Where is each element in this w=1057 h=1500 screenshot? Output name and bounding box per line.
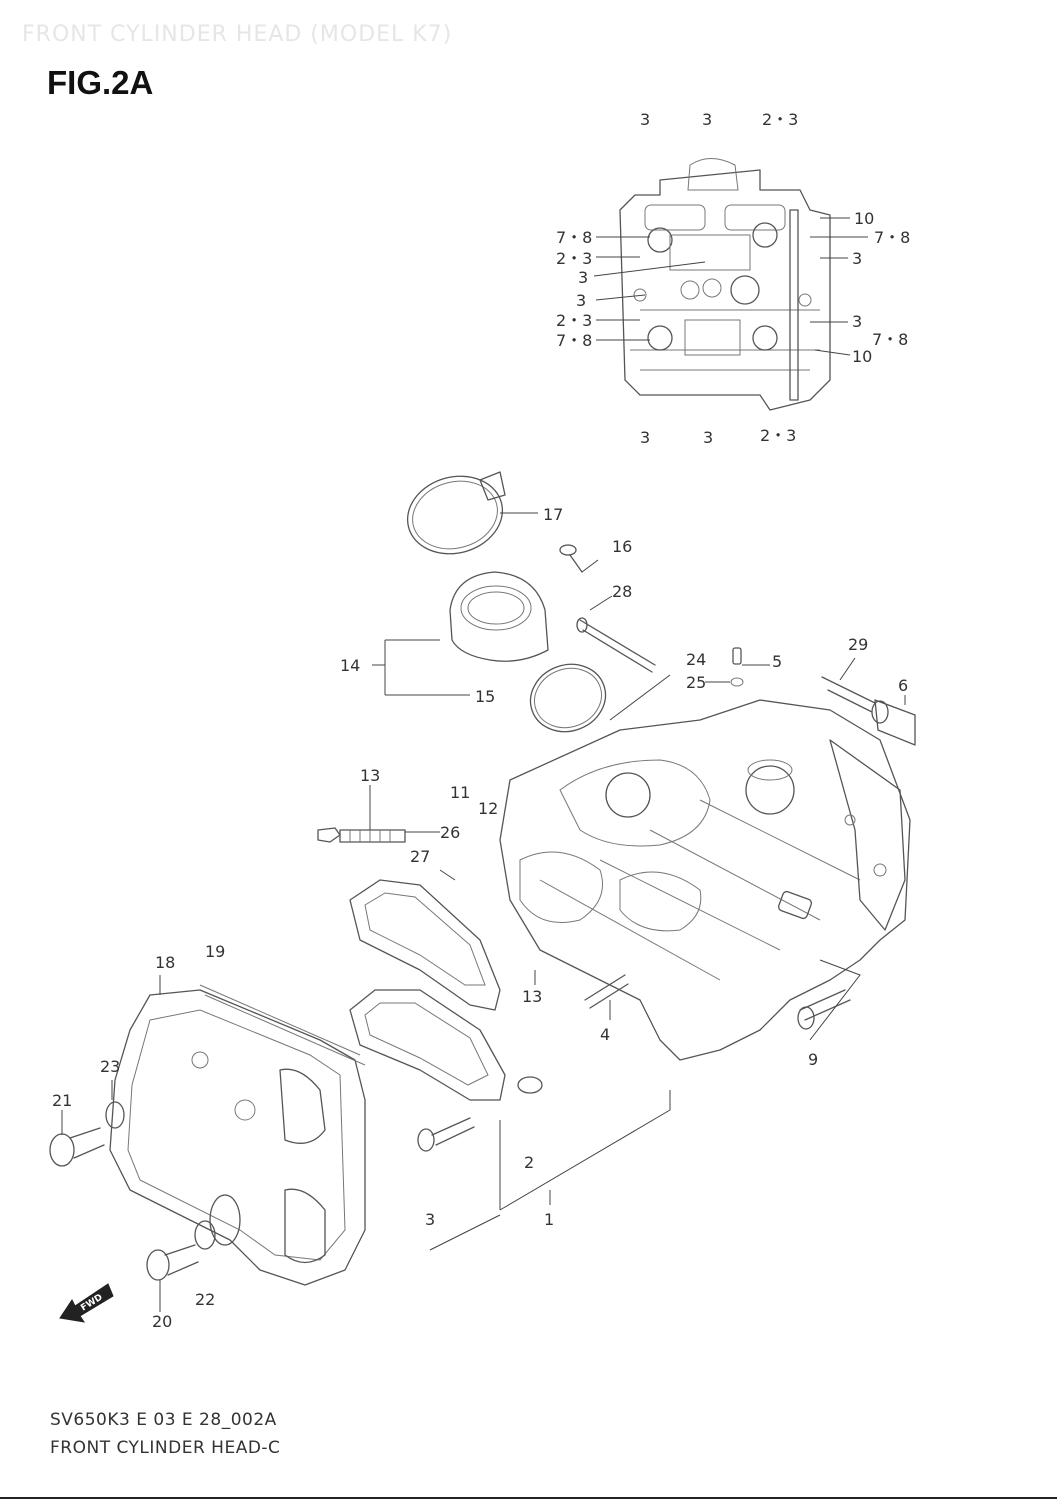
- bolt-16: [559, 544, 583, 573]
- callout: 3: [576, 291, 586, 310]
- callout: 3: [702, 110, 712, 129]
- top-view-callouts: 3 3 2・3 10 7・8 7・8 2・3 3 3 3 3 2・3 7・8 3…: [556, 110, 910, 447]
- callout: 2・3: [556, 249, 592, 268]
- stud-29: [821, 676, 876, 713]
- callout: 18: [155, 953, 175, 972]
- callout: 16: [612, 537, 632, 556]
- bottom-rule: [0, 1497, 1057, 1499]
- callout: 2: [524, 1153, 534, 1172]
- cylinder-head-cover-18: [109, 984, 366, 1286]
- stud-bolt-28: [576, 617, 656, 673]
- top-view-leaders: [593, 217, 868, 356]
- callout: 25: [686, 673, 706, 692]
- washer-23: [105, 1101, 125, 1129]
- dowel-6: [871, 699, 916, 746]
- bolt-21: [49, 1127, 105, 1167]
- callout: 7・8: [874, 228, 910, 247]
- cam-chain-guide-bolt-4: [584, 974, 629, 1009]
- spark-plug-13: [317, 827, 406, 843]
- cylinder-head-top-view: [619, 158, 831, 411]
- callout: 27: [410, 847, 430, 866]
- callout: 6: [898, 676, 908, 695]
- callout: 20: [152, 1312, 172, 1331]
- callout: 3: [852, 249, 862, 268]
- gasket-26: [349, 989, 543, 1101]
- callout: 7・8: [872, 330, 908, 349]
- callout: 1: [544, 1210, 554, 1229]
- callout: 4: [600, 1025, 610, 1044]
- callout: 29: [848, 635, 868, 654]
- callout: 7・8: [556, 331, 592, 350]
- watermark-title: FRONT CYLINDER HEAD (MODEL K7): [22, 22, 453, 47]
- callout: 13: [522, 987, 542, 1006]
- callout: 10: [854, 209, 874, 228]
- o-ring-15: [529, 663, 607, 733]
- callout: 12: [478, 799, 498, 818]
- callout: 22: [195, 1290, 215, 1309]
- gasket-27: [349, 879, 501, 1011]
- callout: 11: [450, 783, 470, 802]
- figure-label: FIG.2A: [47, 64, 154, 101]
- callout: 24: [686, 650, 706, 669]
- callout: 3: [640, 428, 650, 447]
- main-view-callouts: 17 16 28 14 15 24 5 25 29 6 13 11 12 26 …: [52, 505, 908, 1331]
- bolt-20: [146, 1244, 199, 1281]
- callout: 17: [543, 505, 563, 524]
- plug-24: [730, 647, 744, 687]
- forward-arrow-icon: FWD: [59, 1283, 114, 1323]
- callout: 14: [340, 656, 360, 675]
- callout: 13: [360, 766, 380, 785]
- callout: 9: [808, 1050, 818, 1069]
- hose-clamp: [406, 471, 506, 555]
- callout: 15: [475, 687, 495, 706]
- callout: 26: [440, 823, 460, 842]
- water-outlet-fitting: [449, 571, 549, 662]
- callout: 3: [703, 428, 713, 447]
- callout: 7・8: [556, 228, 592, 247]
- bolt-3: [417, 1117, 475, 1152]
- callout: 23: [100, 1057, 120, 1076]
- callout: 2・3: [760, 426, 796, 445]
- callout: 3: [425, 1210, 435, 1229]
- callout: 3: [852, 312, 862, 331]
- callout: 28: [612, 582, 632, 601]
- diagram-name: FRONT CYLINDER HEAD-C: [50, 1438, 281, 1458]
- diagram-code: SV650K3 E 03 E 28_002A: [50, 1410, 277, 1430]
- cylinder-head-body: [499, 699, 911, 1061]
- callout: 21: [52, 1091, 72, 1110]
- main-view-leaders: [61, 512, 906, 1312]
- callout: 3: [578, 268, 588, 287]
- callout: 3: [640, 110, 650, 129]
- callout: 5: [772, 652, 782, 671]
- callout: 19: [205, 942, 225, 961]
- callout: 2・3: [762, 110, 798, 129]
- bolt-9: [797, 989, 851, 1030]
- callout: 2・3: [556, 311, 592, 330]
- washer-22: [194, 1220, 216, 1250]
- callout: 10: [852, 347, 872, 366]
